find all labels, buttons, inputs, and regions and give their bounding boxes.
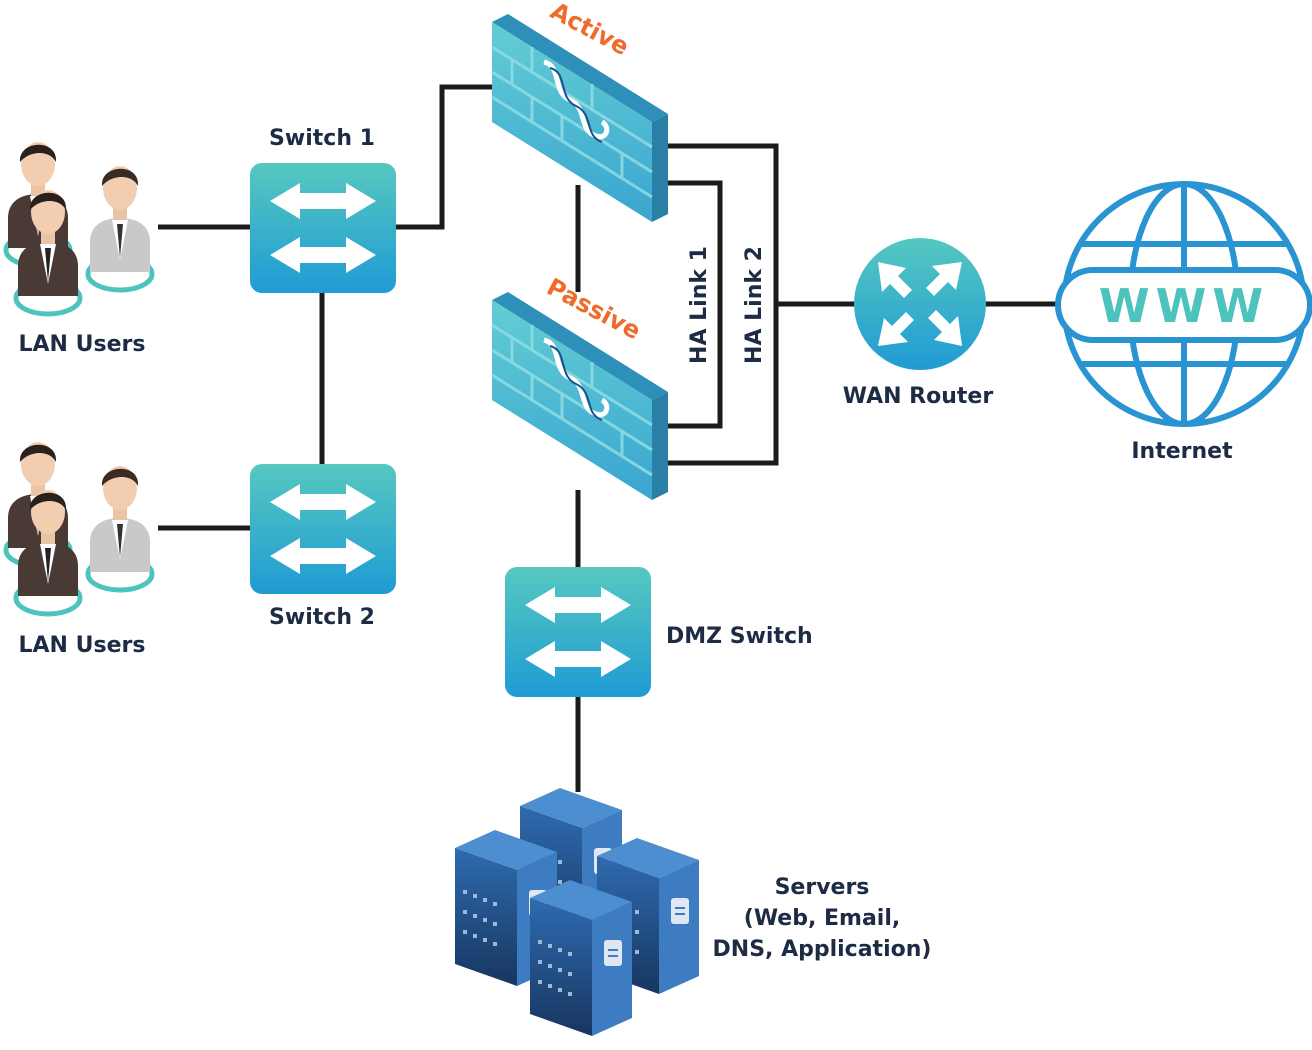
internet-globe: WWW Internet: [1055, 181, 1312, 464]
link-switch1-active: [396, 84, 494, 230]
router-icon: [854, 238, 986, 370]
switch-icon: [250, 464, 396, 594]
dmz-switch-label: DMZ Switch: [666, 624, 813, 649]
lan-users-group-1: LAN Users: [6, 142, 152, 357]
switch-1: Switch 1: [250, 126, 396, 293]
switch-1-label: Switch 1: [269, 126, 375, 151]
dmz-switch: DMZ Switch: [505, 567, 813, 697]
servers-label-line1: Servers: [775, 875, 870, 900]
switch-2: Switch 2: [250, 464, 396, 630]
ha-link-1-line: [664, 180, 723, 429]
ha-link-1-label: HA Link 1: [687, 246, 712, 364]
internet-label: Internet: [1131, 439, 1233, 464]
globe-www-text: WWW: [1099, 279, 1269, 333]
ha-link-2-label: HA Link 2: [742, 246, 767, 364]
user-icon: [88, 466, 152, 590]
wan-router-label: WAN Router: [843, 384, 994, 409]
servers-label-line3: DNS, Application): [713, 937, 932, 962]
wan-router: WAN Router: [843, 238, 994, 409]
switch-2-label: Switch 2: [269, 605, 375, 630]
connection-lines: [158, 84, 1058, 792]
switch-icon: [250, 163, 396, 293]
server-icon: [529, 879, 633, 1037]
servers-label-line2: (Web, Email,: [744, 906, 900, 931]
router-arrows: [878, 262, 962, 346]
lan-users-group-2: LAN Users: [6, 442, 152, 658]
globe-band: [1055, 267, 1312, 343]
switch-icon: [505, 567, 651, 697]
lan-users-label-2: LAN Users: [19, 633, 146, 658]
lan-users-label-1: LAN Users: [19, 332, 146, 357]
servers-cluster: Servers (Web, Email, DNS, Application): [454, 787, 932, 1037]
firewall-passive: Passive: [492, 273, 668, 500]
user-icon: [88, 166, 152, 290]
